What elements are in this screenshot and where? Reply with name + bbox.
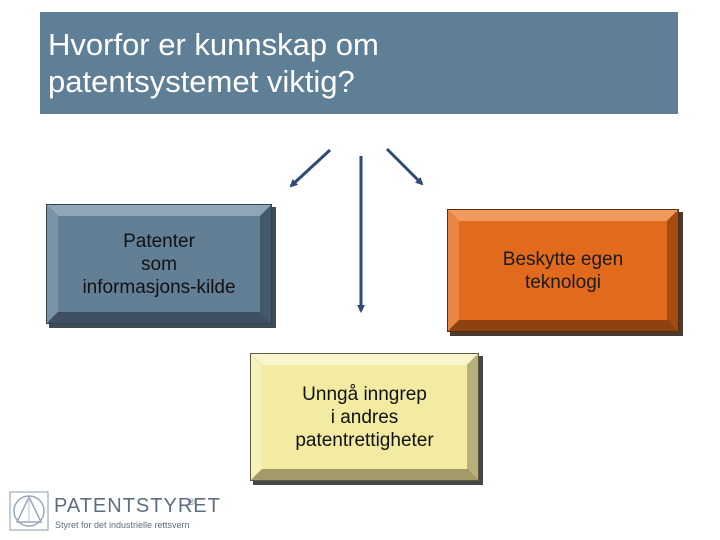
protect-technology-box: Beskytte egen teknologi bbox=[447, 209, 683, 336]
information-source-label: Patenter som informasjons-kilde bbox=[58, 216, 260, 312]
arrow-left bbox=[291, 150, 330, 186]
logo-registered-mark: ® bbox=[188, 497, 195, 507]
avoid-infringement-box: Unngå inngrep i andres patentrettigheter bbox=[250, 353, 483, 485]
logo-name: PATENTSTYRET bbox=[54, 495, 221, 518]
avoid-infringement-label: Unngå inngrep i andres patentrettigheter bbox=[262, 365, 467, 469]
information-source-box: Patenter som informasjons-kilde bbox=[46, 204, 276, 328]
arrow-right bbox=[387, 149, 422, 184]
logo-tagline: Styret for det industrielle rettsvern bbox=[55, 520, 190, 530]
slide-title: Hvorfor er kunnskap om patentsystemet vi… bbox=[48, 26, 668, 100]
protect-technology-label: Beskytte egen teknologi bbox=[459, 221, 667, 320]
